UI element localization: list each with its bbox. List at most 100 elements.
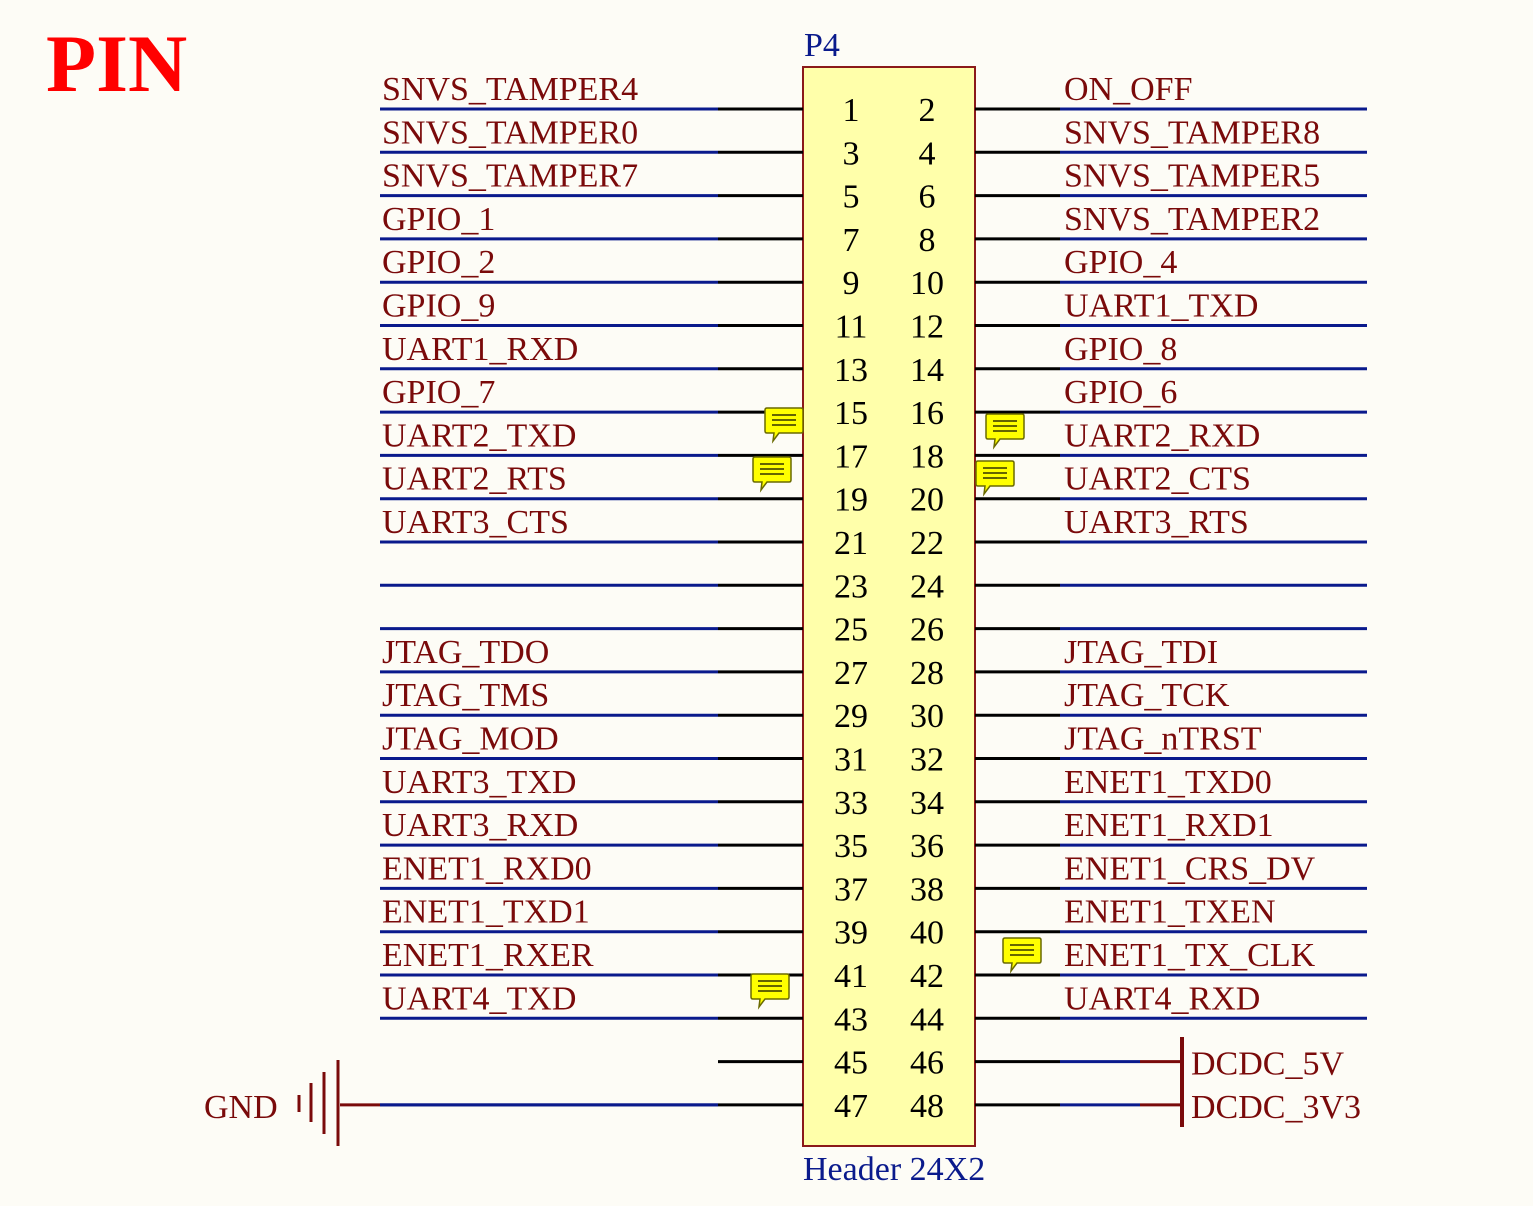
pin-number-28: 28	[910, 655, 944, 692]
net-label: ENET1_TXEN	[1064, 894, 1276, 931]
pin-number-31: 31	[834, 742, 868, 779]
net-label: ENET1_CRS_DV	[1064, 850, 1316, 887]
net-label: ON_OFF	[1064, 71, 1192, 108]
component-designator: P4	[804, 27, 840, 64]
net-label: UART2_RXD	[1064, 417, 1260, 454]
pin-number-12: 12	[910, 309, 944, 346]
pin-number-20: 20	[910, 482, 944, 519]
net-label: UART2_RTS	[382, 461, 567, 498]
net-label: GPIO_6	[1064, 374, 1177, 411]
net-label: JTAG_TDO	[382, 634, 549, 671]
power-label: DCDC_3V3	[1191, 1089, 1361, 1126]
pin-number-43: 43	[834, 1001, 868, 1038]
pin-number-44: 44	[910, 1001, 944, 1038]
net-label: GPIO_7	[382, 374, 495, 411]
pin-number-40: 40	[910, 915, 944, 952]
ground-label: GND	[204, 1089, 278, 1126]
net-label: SNVS_TAMPER4	[382, 71, 638, 108]
net-label: SNVS_TAMPER0	[382, 114, 638, 151]
pin-number-14: 14	[910, 352, 944, 389]
pin-number-47: 47	[834, 1088, 868, 1125]
net-label: JTAG_MOD	[382, 721, 559, 758]
net-label: GPIO_1	[382, 201, 495, 238]
pin-number-48: 48	[910, 1088, 944, 1125]
net-label: ENET1_TXD0	[1064, 764, 1272, 801]
net-label: UART3_RTS	[1064, 504, 1249, 541]
net-label: UART3_RXD	[382, 807, 578, 844]
net-label: UART1_TXD	[1064, 288, 1258, 325]
pin-number-27: 27	[834, 655, 868, 692]
pin-number-9: 9	[843, 265, 860, 302]
pin-number-11: 11	[835, 309, 868, 346]
pin-number-6: 6	[919, 179, 936, 216]
pin-number-16: 16	[910, 395, 944, 432]
note-icon[interactable]	[985, 413, 1025, 450]
component-comment: Header 24X2	[803, 1151, 985, 1188]
pin-number-8: 8	[919, 222, 936, 259]
pin-number-26: 26	[910, 612, 944, 649]
net-label: GPIO_9	[382, 288, 495, 325]
pin-number-30: 30	[910, 698, 944, 735]
net-label: JTAG_TDI	[1064, 634, 1218, 671]
note-icon[interactable]	[752, 456, 792, 493]
power-label: DCDC_5V	[1191, 1046, 1344, 1083]
pin-number-29: 29	[834, 698, 868, 735]
net-label: JTAG_TCK	[1064, 677, 1230, 714]
wires-layer	[380, 107, 1367, 1107]
pin-number-19: 19	[834, 482, 868, 519]
pin-number-22: 22	[910, 525, 944, 562]
net-label: JTAG_TMS	[382, 677, 549, 714]
net-label: ENET1_RXD0	[382, 850, 592, 887]
pin-number-15: 15	[834, 395, 868, 432]
net-label: ENET1_RXER	[382, 937, 594, 974]
pin-number-4: 4	[919, 135, 936, 172]
pin-number-2: 2	[919, 92, 936, 129]
pin-number-35: 35	[834, 828, 868, 865]
notes-layer	[750, 407, 1042, 1010]
pin-number-17: 17	[834, 438, 868, 475]
pin-number-41: 41	[834, 958, 868, 995]
note-icon[interactable]	[1002, 937, 1042, 974]
pin-number-5: 5	[843, 179, 860, 216]
net-label: GPIO_8	[1064, 331, 1177, 368]
pin-number-46: 46	[910, 1045, 944, 1082]
net-label: UART4_TXD	[382, 980, 576, 1017]
note-icon[interactable]	[750, 973, 790, 1010]
net-label: UART1_RXD	[382, 331, 578, 368]
net-label: UART4_RXD	[1064, 980, 1260, 1017]
net-label: JTAG_nTRST	[1064, 721, 1262, 758]
net-label: SNVS_TAMPER8	[1064, 114, 1320, 151]
pin-number-45: 45	[834, 1045, 868, 1082]
pin-number-32: 32	[910, 742, 944, 779]
pin-number-37: 37	[834, 871, 868, 908]
net-label: GPIO_2	[382, 244, 495, 281]
net-label: UART2_TXD	[382, 417, 576, 454]
pin-number-36: 36	[910, 828, 944, 865]
page-title: PIN	[46, 18, 187, 109]
pin-number-33: 33	[834, 785, 868, 822]
header-body[interactable]	[802, 66, 976, 1147]
pin-number-3: 3	[843, 135, 860, 172]
pin-number-13: 13	[834, 352, 868, 389]
net-label: SNVS_TAMPER7	[382, 158, 638, 195]
pin-number-1: 1	[843, 92, 860, 129]
pin-number-10: 10	[910, 265, 944, 302]
pin-number-18: 18	[910, 438, 944, 475]
pin-number-7: 7	[843, 222, 860, 259]
pin-number-38: 38	[910, 871, 944, 908]
note-icon[interactable]	[764, 407, 804, 444]
net-label: ENET1_RXD1	[1064, 807, 1274, 844]
net-label: SNVS_TAMPER5	[1064, 158, 1320, 195]
net-label: GPIO_4	[1064, 244, 1177, 281]
net-label: ENET1_TXD1	[382, 894, 590, 931]
note-icon[interactable]	[975, 460, 1015, 497]
net-label: ENET1_TX_CLK	[1064, 937, 1316, 974]
net-label: UART3_TXD	[382, 764, 576, 801]
net-label: UART2_CTS	[1064, 461, 1251, 498]
pin-number-42: 42	[910, 958, 944, 995]
pin-number-21: 21	[834, 525, 868, 562]
pin-number-39: 39	[834, 915, 868, 952]
